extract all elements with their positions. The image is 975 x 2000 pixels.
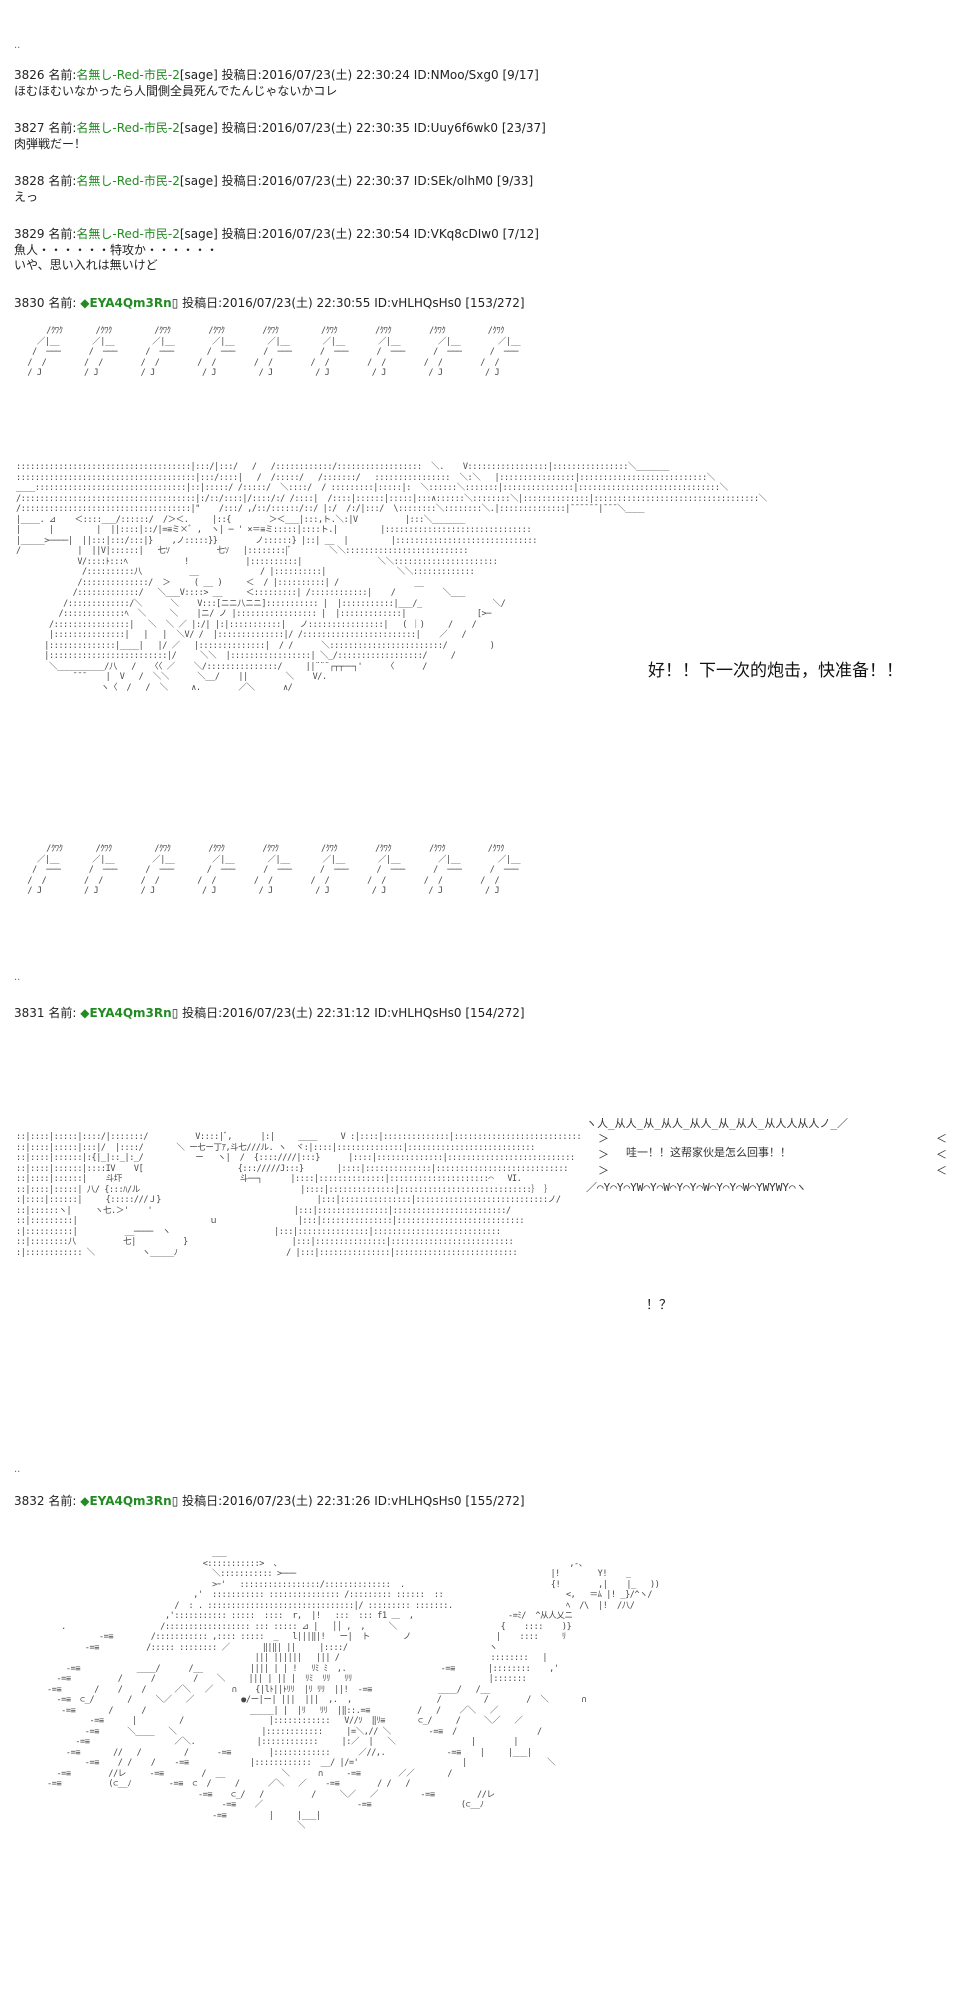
- post-date: 2016/07/23(土) 22:30:54: [261, 227, 410, 241]
- post-number: 3832: [14, 1494, 45, 1508]
- caption-text: 好！！下一次的炮击，快准备！！: [648, 661, 903, 681]
- sage-tag: [sage]: [179, 68, 218, 82]
- post-date: 2016/07/23(土) 22:31:12: [222, 1006, 371, 1020]
- poster-id[interactable]: ID:vHLHQsHs0: [374, 1006, 462, 1020]
- post-number: 3829: [14, 227, 45, 241]
- exclamation-text: ！？: [646, 1298, 673, 1313]
- post-number: 3831: [14, 1006, 45, 1020]
- poster-id[interactable]: ID:vHLHQsHs0: [374, 1494, 462, 1508]
- post-date: 2016/07/23(土) 22:30:24: [261, 68, 410, 82]
- separator-dots: ..: [14, 972, 21, 983]
- name-label: 名前:: [48, 121, 77, 135]
- name-label: 名前:: [48, 1006, 77, 1020]
- poster-id[interactable]: ID:vHLHQsHs0: [374, 296, 462, 310]
- poster-id[interactable]: ID:Uuy6f6wk0: [413, 121, 498, 135]
- poster-id[interactable]: ID:NMoo/Sxg0: [413, 68, 499, 82]
- post-count: [153/272]: [465, 296, 525, 310]
- post-body: 肉弾戦だー！: [14, 137, 87, 151]
- post-header: 3827 名前:名無し-Red-市民-2[sage] 投稿日:2016/07/2…: [14, 121, 546, 136]
- sage-tag: [sage]: [179, 121, 218, 135]
- poster-name[interactable]: ◆EYA4Qm3Rn: [80, 1494, 172, 1508]
- speech-bubble: ヽ人_从人_从_从人_从人_从_从人_从人人从人ノ_／: [586, 1116, 848, 1131]
- post-header: 3832 名前: ◆EYA4Qm3Rn▯ 投稿日:2016/07/23(土) 2…: [14, 1494, 525, 1509]
- bubble-top-border: ヽ人_从人_从_从人_从人_从_从人_从人人从人ノ_／: [586, 1117, 848, 1130]
- post-body: 魚人・・・・・・特攻か・・・・・・: [14, 243, 219, 257]
- ascii-art-battle-scene: ___ <:::::::::::> 、 ,-、 ＼::::::::::: >──…: [47, 1548, 660, 1831]
- bubble-left-mark: ＞: [598, 1148, 609, 1161]
- date-label: 投稿日:: [221, 227, 262, 241]
- sage-tag: [sage]: [179, 227, 218, 241]
- post-count: [7/12]: [502, 227, 539, 241]
- trip-marker: ▯: [171, 296, 179, 310]
- ascii-art-sfx-bottom: /ｸﾜｸ /ｸﾜｸ /ｸﾜｸ /ｸﾜｸ /ｸﾜｸ /ｸﾜｸ /ｸﾜｸ /ｸﾜｸ …: [27, 844, 521, 896]
- poster-name[interactable]: ◆EYA4Qm3Rn: [80, 1006, 172, 1020]
- poster-name[interactable]: 名無し-Red-市民-2: [76, 121, 180, 135]
- post-count: [9/33]: [496, 174, 534, 188]
- ascii-art-sfx-top: /ｸﾜｸ /ｸﾜｸ /ｸﾜｸ /ｸﾜｸ /ｸﾜｸ /ｸﾜｸ /ｸﾜｸ /ｸﾜｸ …: [27, 326, 521, 378]
- bubble-left-mark: ＞: [598, 1132, 609, 1145]
- sage-tag: [sage]: [179, 174, 218, 188]
- post-header: 3828 名前:名無し-Red-市民-2[sage] 投稿日:2016/07/2…: [14, 174, 533, 189]
- post-count: [23/37]: [501, 121, 546, 135]
- post-date: 2016/07/23(土) 22:30:55: [222, 296, 371, 310]
- trip-marker: ▯: [171, 1494, 179, 1508]
- post-number: 3828: [14, 174, 45, 188]
- post-header: 3829 名前:名無し-Red-市民-2[sage] 投稿日:2016/07/2…: [14, 227, 539, 242]
- name-label: 名前:: [48, 174, 77, 188]
- post-body: えっ: [14, 190, 39, 204]
- bubble-bottom-border: ／⌒Y⌒Y⌒YW⌒Y⌒W⌒Y⌒Y⌒W⌒Y⌒Y⌒W⌒YWYWY⌒ヽ: [586, 1181, 807, 1194]
- name-label: 名前:: [48, 296, 77, 310]
- name-label: 名前:: [48, 68, 77, 82]
- post-count: [154/272]: [465, 1006, 525, 1020]
- bubble-right-mark: ＜: [936, 1148, 947, 1161]
- post-count: [9/17]: [502, 68, 539, 82]
- post-header: 3831 名前: ◆EYA4Qm3Rn▯ 投稿日:2016/07/23(土) 2…: [14, 1006, 525, 1021]
- post-date: 2016/07/23(土) 22:30:37: [261, 174, 410, 188]
- post-count: [155/272]: [465, 1494, 525, 1508]
- post-body: ほむほむいなかったら人間側全員死んでたんじゃないかコレ: [14, 84, 338, 98]
- ascii-art-character-2: ::|::::|:::::|::::/|:::::::/ V::::|ﾞ, |:…: [16, 1132, 582, 1258]
- poster-id[interactable]: ID:VKq8cDIw0: [413, 227, 499, 241]
- date-label: 投稿日:: [221, 174, 262, 188]
- post-header: 3830 名前: ◆EYA4Qm3Rn▯ 投稿日:2016/07/23(土) 2…: [14, 296, 525, 311]
- separator-dots: ..: [14, 1464, 21, 1475]
- trip-marker: ▯: [171, 1006, 179, 1020]
- bubble-left-mark: ＞: [598, 1164, 609, 1177]
- poster-id[interactable]: ID:SEk/olhM0: [413, 174, 494, 188]
- post-header: 3826 名前:名無し-Red-市民-2[sage] 投稿日:2016/07/2…: [14, 68, 539, 83]
- poster-name[interactable]: 名無し-Red-市民-2: [76, 68, 180, 82]
- post-date: 2016/07/23(土) 22:31:26: [222, 1494, 371, 1508]
- poster-name[interactable]: ◆EYA4Qm3Rn: [80, 296, 172, 310]
- poster-name[interactable]: 名無し-Red-市民-2: [76, 227, 180, 241]
- post-number: 3830: [14, 296, 45, 310]
- date-label: 投稿日:: [221, 68, 262, 82]
- name-label: 名前:: [48, 227, 77, 241]
- ascii-art-character-1: :::::::::::::::::::::::::::::::::::::|::…: [16, 462, 767, 693]
- poster-name[interactable]: 名無し-Red-市民-2: [76, 174, 180, 188]
- separator-dots: ..: [14, 40, 21, 51]
- date-label: 投稿日:: [182, 296, 223, 310]
- name-label: 名前:: [48, 1494, 77, 1508]
- post-date: 2016/07/23(土) 22:30:35: [261, 121, 410, 135]
- bubble-text: 哇一！！这帮家伙是怎么回事！！: [626, 1146, 791, 1159]
- date-label: 投稿日:: [221, 121, 262, 135]
- post-number: 3826: [14, 68, 45, 82]
- bubble-right-mark: ＜: [936, 1164, 947, 1177]
- bubble-right-mark: ＜: [936, 1132, 947, 1145]
- post-number: 3827: [14, 121, 45, 135]
- date-label: 投稿日:: [182, 1494, 223, 1508]
- post-body: いや、思い入れは無いけど: [14, 258, 158, 272]
- date-label: 投稿日:: [182, 1006, 223, 1020]
